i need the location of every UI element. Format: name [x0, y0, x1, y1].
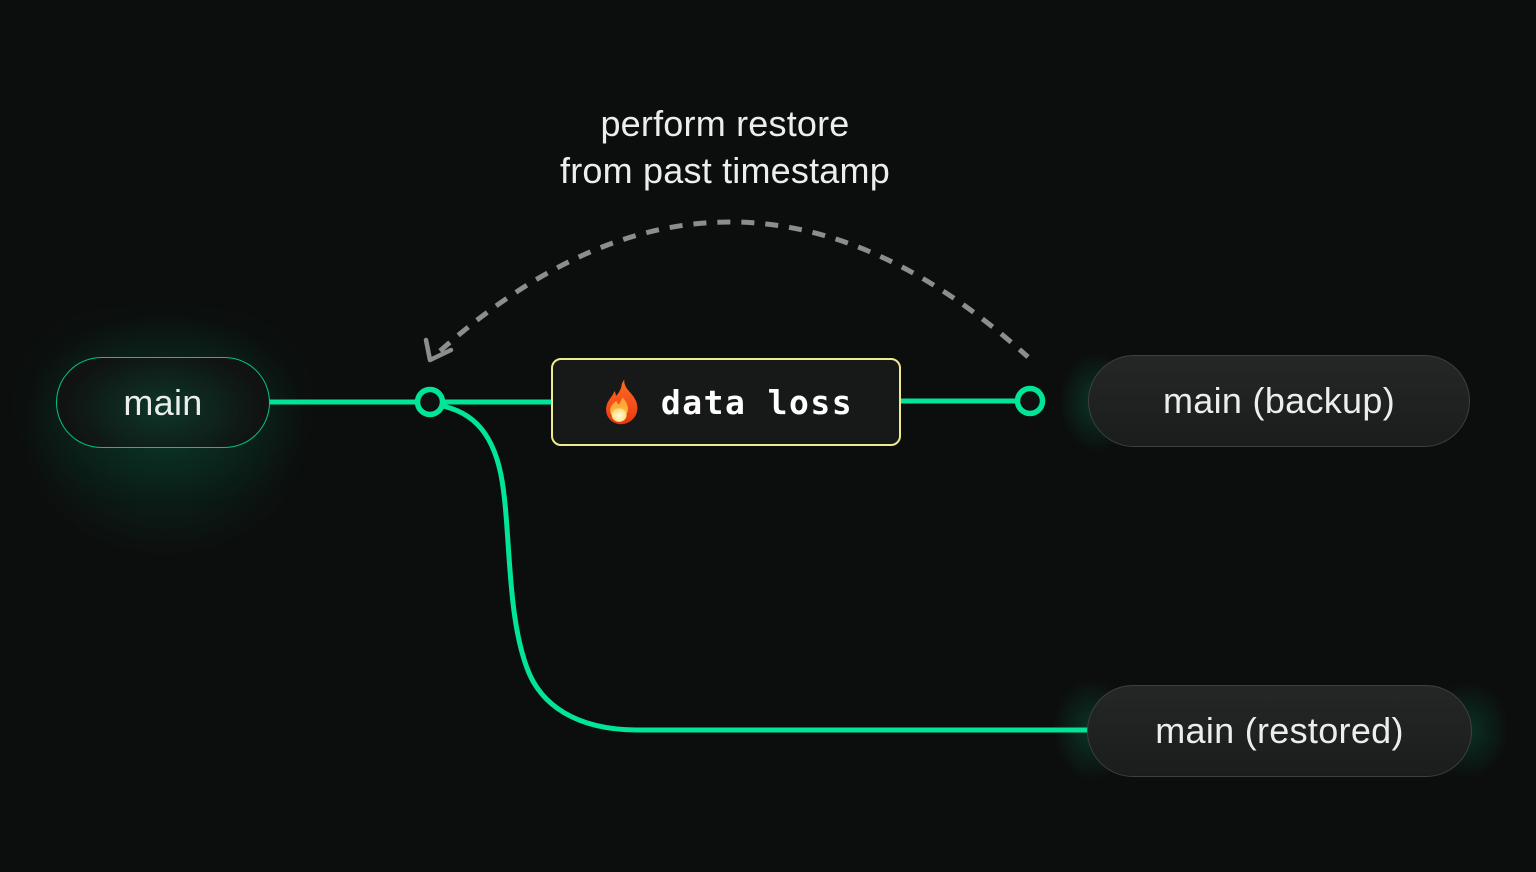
branch-node-restored-label: main (restored): [1155, 710, 1404, 751]
branch-node-backup: main (backup): [1088, 355, 1470, 447]
data-loss-event-box: data loss: [551, 358, 901, 446]
restore-caption-line1: perform restore: [600, 103, 850, 144]
restore-arc-arrowhead-icon: [423, 337, 454, 363]
restore-arc: [438, 219, 1030, 359]
fire-icon: [605, 379, 638, 425]
branch-node-main: main: [56, 357, 270, 448]
data-loss-label: data loss: [660, 382, 854, 422]
branch-node-restored: main (restored): [1087, 685, 1472, 777]
branch-node-backup-label: main (backup): [1163, 380, 1395, 421]
branch-curve-to-restored: [429, 401, 1092, 733]
junction-commit-circle: [414, 386, 446, 418]
restore-caption: perform restore from past timestamp: [418, 100, 1032, 194]
restore-caption-line2: from past timestamp: [560, 150, 890, 191]
backup-commit-circle: [1014, 385, 1046, 417]
branch-node-main-label: main: [123, 381, 203, 423]
